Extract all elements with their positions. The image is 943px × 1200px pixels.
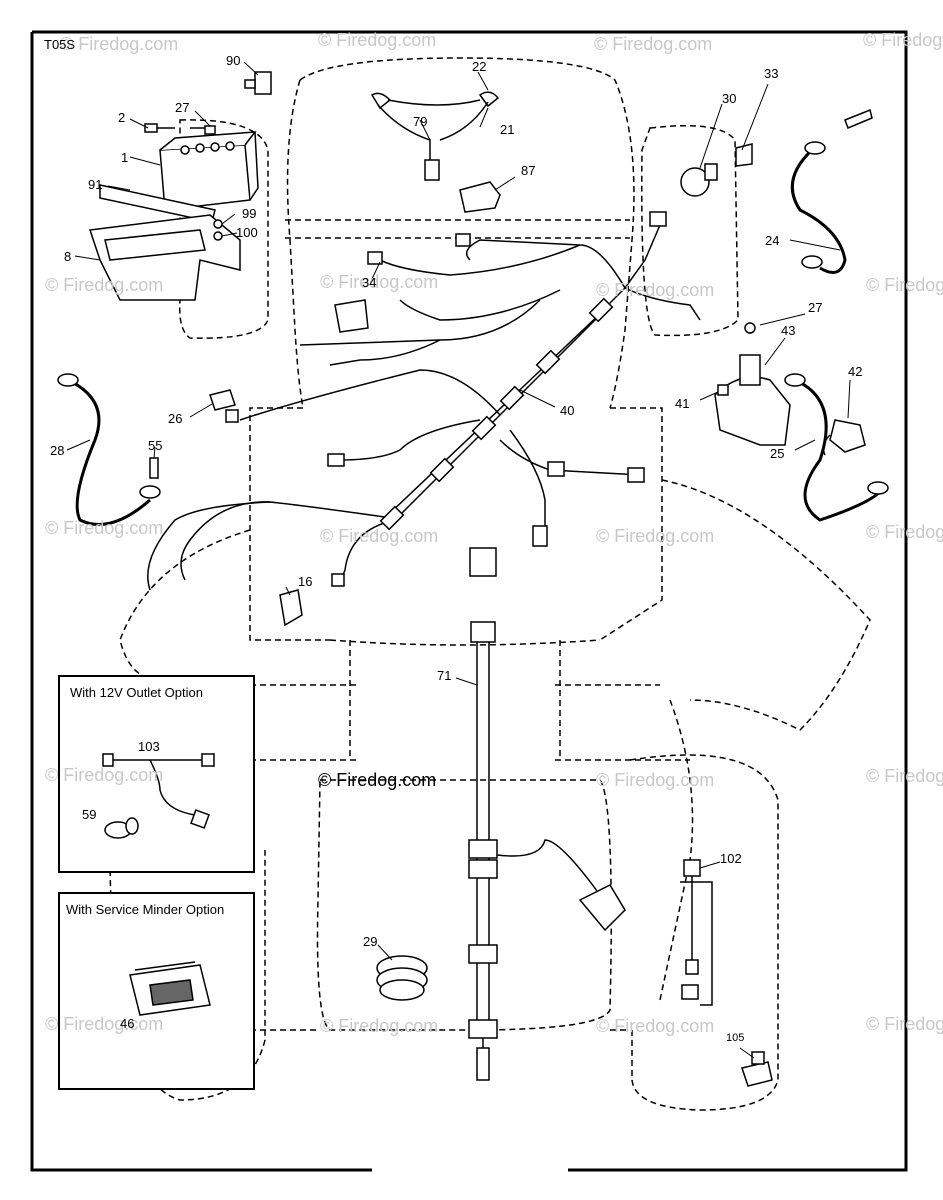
outlet-parts [102, 753, 215, 839]
watermark: © Firedog.com [596, 770, 715, 790]
watermark: © Firedog.com [45, 275, 164, 295]
part-label-79: 79 [413, 114, 428, 129]
part-label-103: 103 [138, 739, 160, 754]
part-label-59: 59 [82, 807, 97, 822]
part-label-26: 26 [168, 411, 183, 426]
watermark: © Firedog.com [320, 1016, 439, 1036]
leader-lines [66, 61, 851, 1059]
watermark: © Firedog.com [863, 30, 943, 50]
part-label-34: 34 [362, 275, 377, 290]
part-label-28: 28 [50, 443, 65, 458]
harness-clips [327, 211, 667, 587]
watermark: © Firedog.com [866, 522, 943, 542]
part-label-43: 43 [781, 323, 796, 338]
watermark: © Firedog.com [596, 526, 715, 546]
diagram-id: T05S [44, 37, 76, 52]
lower-wire-harness [468, 547, 601, 1081]
part-label-91: 91 [88, 177, 103, 192]
part-label-27-right: 27 [808, 300, 823, 315]
part-label-40: 40 [560, 403, 575, 418]
watermark: © Firedog.com [866, 1014, 943, 1034]
part-label-105: 105 [726, 1032, 745, 1044]
battery-assembly [88, 123, 259, 301]
watermark: © Firedog.com [596, 1016, 715, 1036]
diagram-frame [30, 30, 908, 1172]
components [57, 71, 889, 1087]
watermark: © Firedog.com [320, 526, 439, 546]
part-label-8: 8 [64, 249, 72, 264]
watermark: © Firedog.com [594, 34, 713, 54]
part-label-90: 90 [226, 53, 241, 68]
center-watermark: © Firedog.com [318, 770, 437, 790]
part-label-99: 99 [242, 206, 257, 221]
part-label-42: 42 [848, 364, 863, 379]
main-wire-harness [147, 224, 701, 591]
watermark: © Firedog.com [45, 765, 164, 785]
part-label-33: 33 [764, 66, 779, 81]
part-label-27-top: 27 [175, 100, 190, 115]
service-minder-part [129, 961, 211, 1016]
watermark: © Firedog.com [596, 280, 715, 300]
part-label-55: 55 [148, 438, 163, 453]
part-label-30: 30 [722, 91, 737, 106]
watermark: © Firedog.com [45, 518, 164, 538]
part-label-102: 102 [720, 851, 742, 866]
part-label-22: 22 [472, 59, 487, 74]
inset-12v-title: With 12V Outlet Option [70, 685, 203, 700]
part-label-21: 21 [500, 122, 515, 137]
watermark: © Firedog.com [866, 766, 943, 786]
part-label-24: 24 [765, 233, 780, 248]
watermark: © Firedog.com [866, 275, 943, 295]
watermark: © Firedog.com [60, 34, 179, 54]
part-label-2: 2 [118, 110, 126, 125]
inset-service-minder-title: With Service Minder Option [66, 902, 225, 917]
part-label-100: 100 [236, 225, 258, 240]
part-label-1: 1 [121, 150, 129, 165]
part-label-87: 87 [521, 163, 536, 178]
watermark: © Firedog.com [320, 272, 439, 292]
part-label-41: 41 [675, 396, 690, 411]
part-label-46: 46 [120, 1016, 135, 1031]
inset-frames [58, 675, 255, 1090]
tractor-outline [109, 57, 871, 1111]
part-label-25: 25 [770, 446, 785, 461]
watermark: © Firedog.com [45, 1014, 164, 1034]
watermark: © Firedog.com [318, 30, 437, 50]
part-label-16: 16 [298, 574, 313, 589]
part-label-29: 29 [363, 934, 378, 949]
part-label-71: 71 [437, 668, 452, 683]
